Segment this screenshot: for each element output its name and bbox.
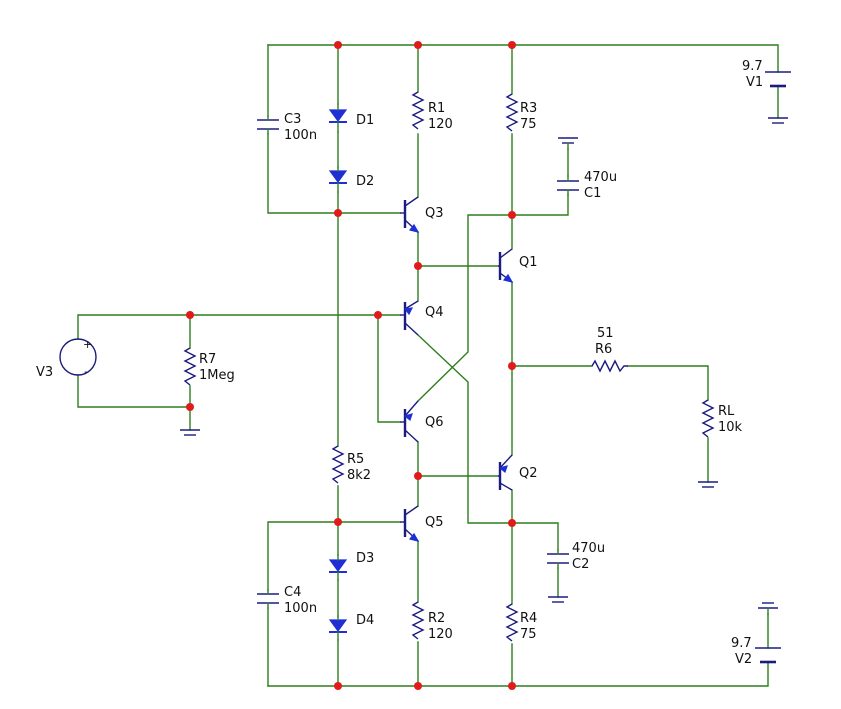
junction-dot bbox=[414, 262, 422, 270]
v3-name-label: V3 bbox=[36, 365, 53, 380]
r7-value-label: 1Meg bbox=[199, 368, 235, 383]
r5-value-label: 8k2 bbox=[347, 468, 371, 483]
q6-label: Q6 bbox=[425, 415, 444, 430]
transistors bbox=[400, 196, 514, 542]
junction-dot bbox=[508, 362, 516, 370]
c2-name-label: C2 bbox=[572, 557, 589, 572]
v3-plus-sign: + bbox=[83, 338, 92, 351]
capacitor-c4[interactable] bbox=[257, 589, 279, 609]
resistor-r4[interactable] bbox=[505, 603, 519, 642]
transistor-q3[interactable] bbox=[400, 196, 420, 233]
diode-d2[interactable] bbox=[328, 166, 348, 193]
r2-value-label: 120 bbox=[428, 627, 453, 642]
resistor-r2[interactable] bbox=[411, 601, 425, 640]
c4-name-label: C4 bbox=[284, 585, 301, 600]
v3-minus-sign: - bbox=[84, 365, 88, 378]
d1-label: D1 bbox=[356, 113, 374, 128]
c1-name-label: C1 bbox=[584, 186, 601, 201]
q5-label: Q5 bbox=[425, 515, 444, 530]
junction-dot bbox=[508, 519, 516, 527]
q3-label: Q3 bbox=[425, 206, 444, 221]
junction-nodes bbox=[186, 41, 516, 690]
junction-dot bbox=[508, 41, 516, 49]
r7-name-label: R7 bbox=[199, 352, 216, 367]
d2-label: D2 bbox=[356, 174, 374, 189]
q4-label: Q4 bbox=[425, 305, 444, 320]
c4-value-label: 100n bbox=[284, 601, 317, 616]
r1-value-label: 120 bbox=[428, 117, 453, 132]
junction-dot bbox=[334, 518, 342, 526]
rl-value-label: 10k bbox=[718, 420, 743, 435]
r3-value-label: 75 bbox=[520, 117, 537, 132]
ground-icon bbox=[548, 596, 568, 603]
resistor-r3[interactable] bbox=[505, 93, 519, 132]
ground-icon bbox=[758, 602, 778, 615]
voltage-source-v3[interactable] bbox=[59, 338, 97, 376]
r3-name-label: R3 bbox=[520, 101, 537, 116]
diode-d1[interactable] bbox=[328, 103, 348, 133]
v1-name-label: V1 bbox=[746, 75, 763, 90]
rl-name-label: RL bbox=[718, 404, 735, 419]
capacitor-c3[interactable] bbox=[257, 115, 279, 135]
r4-value-label: 75 bbox=[520, 627, 537, 642]
r6-name-label: R6 bbox=[595, 342, 612, 357]
transistor-q5[interactable] bbox=[400, 505, 420, 542]
transistor-q4[interactable] bbox=[400, 300, 419, 336]
diode-d3[interactable] bbox=[328, 554, 348, 581]
transistor-q1[interactable] bbox=[498, 248, 514, 283]
ground-icon bbox=[698, 481, 718, 488]
resistor-r1[interactable] bbox=[411, 91, 425, 130]
r1-name-label: R1 bbox=[428, 101, 445, 116]
diodes bbox=[328, 103, 348, 641]
battery-v1[interactable] bbox=[765, 71, 791, 88]
ground-icon bbox=[768, 117, 788, 124]
sources: + - bbox=[59, 71, 791, 664]
junction-dot bbox=[414, 41, 422, 49]
c1-value-label: 470u bbox=[584, 170, 617, 185]
v2-name-label: V2 bbox=[735, 652, 752, 667]
resistor-r7[interactable] bbox=[183, 347, 197, 386]
resistor-rl[interactable] bbox=[701, 399, 715, 438]
junction-dot bbox=[508, 682, 516, 690]
q1-label: Q1 bbox=[519, 255, 538, 270]
r5-name-label: R5 bbox=[347, 452, 364, 467]
c3-value-label: 100n bbox=[284, 128, 317, 143]
battery-v2[interactable] bbox=[755, 647, 781, 664]
junction-dot bbox=[334, 209, 342, 217]
wires bbox=[77, 44, 779, 687]
junction-dot bbox=[414, 682, 422, 690]
transistor-q6[interactable] bbox=[400, 400, 419, 443]
capacitors bbox=[257, 115, 579, 609]
junction-dot bbox=[374, 311, 382, 319]
junction-dot bbox=[186, 403, 194, 411]
junction-dot bbox=[334, 682, 342, 690]
capacitor-c1[interactable] bbox=[557, 175, 579, 196]
transistor-q2[interactable] bbox=[498, 454, 513, 491]
r2-name-label: R2 bbox=[428, 611, 445, 626]
r6-value-label: 51 bbox=[597, 326, 614, 341]
d3-label: D3 bbox=[356, 551, 374, 566]
resistor-r5[interactable] bbox=[331, 445, 345, 484]
r4-name-label: R4 bbox=[520, 611, 537, 626]
junction-dot bbox=[186, 311, 194, 319]
ground-icon bbox=[558, 137, 578, 150]
d4-label: D4 bbox=[356, 613, 374, 628]
junction-dot bbox=[334, 41, 342, 49]
c2-value-label: 470u bbox=[572, 541, 605, 556]
labels: R1 120 R3 75 R2 120 R4 75 R5 8k2 R7 1Meg… bbox=[36, 59, 763, 667]
junction-dot bbox=[414, 472, 422, 480]
junction-dot bbox=[508, 211, 516, 219]
resistors bbox=[183, 91, 715, 642]
grounds bbox=[180, 117, 788, 615]
v1-value-label: 9.7 bbox=[742, 59, 763, 74]
ground-icon bbox=[180, 429, 200, 436]
v2-value-label: 9.7 bbox=[731, 636, 752, 651]
capacitor-c2[interactable] bbox=[547, 549, 569, 569]
diode-d4[interactable] bbox=[328, 615, 348, 641]
q2-label: Q2 bbox=[519, 466, 538, 481]
resistor-r6[interactable] bbox=[591, 359, 628, 373]
c3-name-label: C3 bbox=[284, 112, 301, 127]
